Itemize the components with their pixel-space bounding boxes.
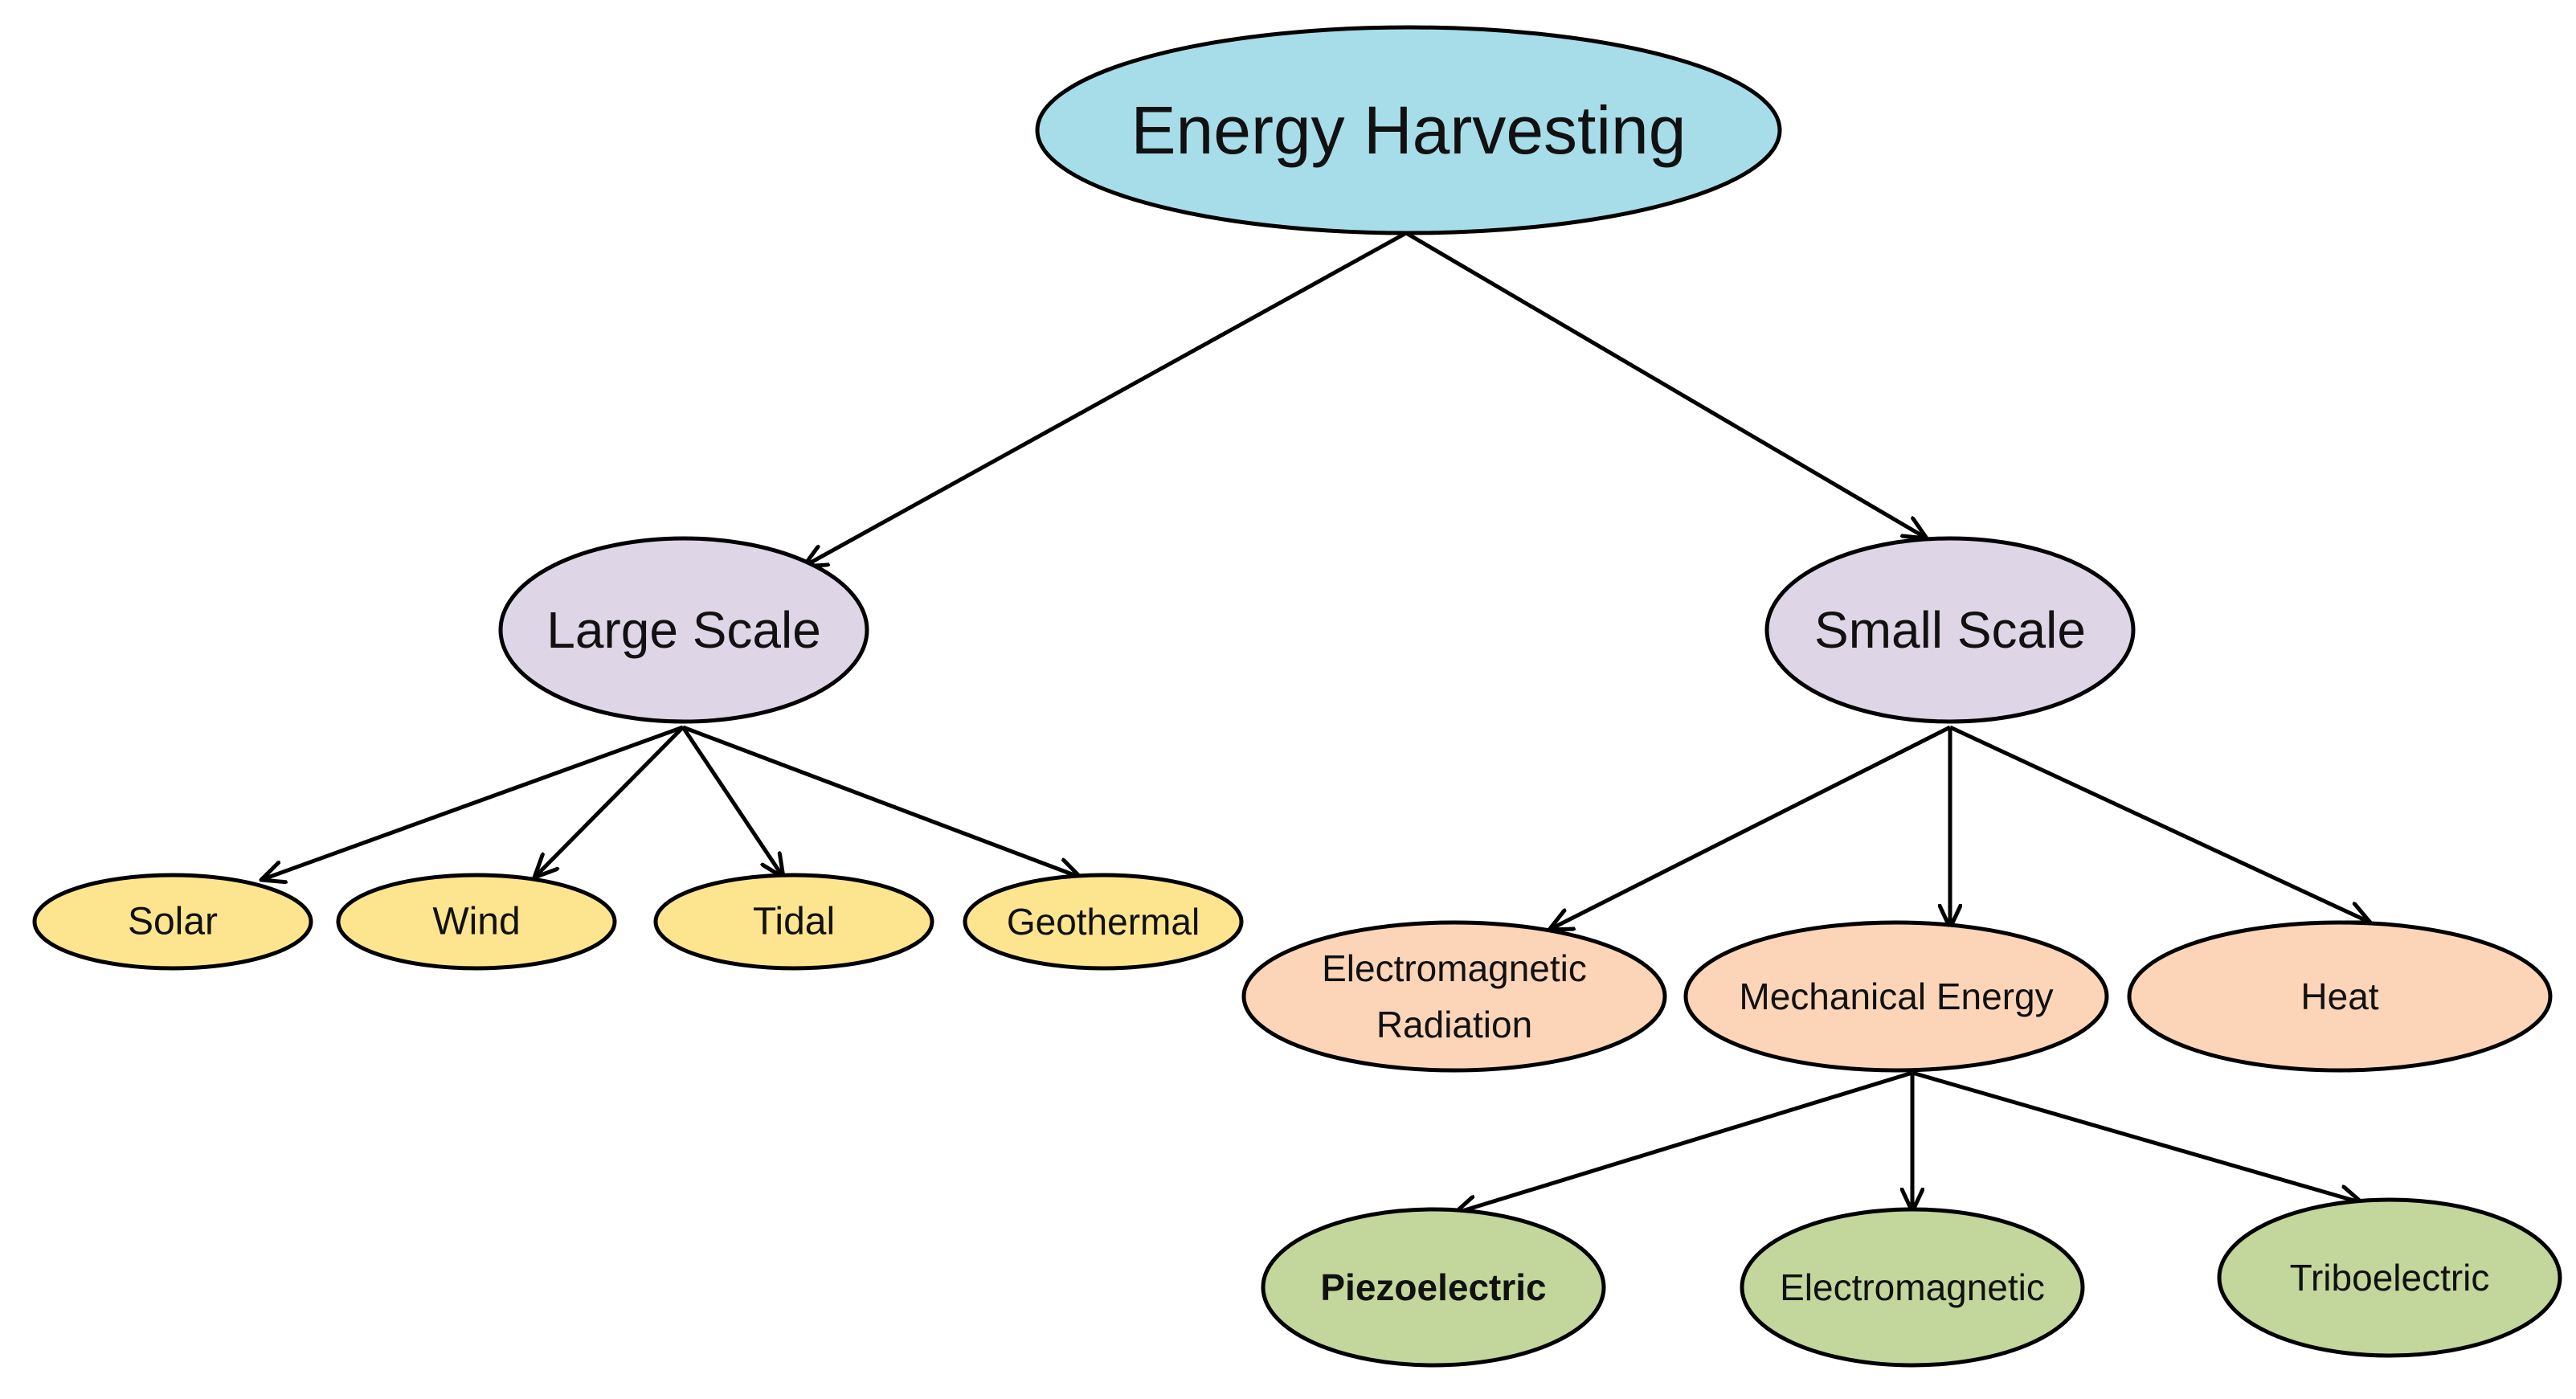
node-electromagnetic: Electromagnetic <box>1740 1207 2085 1368</box>
node-label-tidal: Tidal <box>753 901 835 943</box>
edges <box>261 231 2370 1213</box>
edge-root-to-small-scale <box>1405 231 1927 538</box>
node-label-small-scale: Small Scale <box>1814 601 2086 659</box>
node-label-heat: Heat <box>2300 976 2378 1017</box>
edge-large-to-tidal <box>681 726 783 877</box>
node-heat: Heat <box>2127 920 2553 1073</box>
node-wind: Wind <box>336 873 617 971</box>
node-label-solar: Solar <box>128 901 218 943</box>
node-energy-harvesting: Energy Harvesting <box>1035 25 1782 235</box>
node-label-wind: Wind <box>432 901 520 943</box>
edge-root-to-large-scale <box>803 231 1408 567</box>
node-label-electromagnetic: Electromagnetic <box>1780 1266 2045 1308</box>
node-label-geothermal: Geothermal <box>1007 901 1200 943</box>
edge-mechanical-to-piezoelectric <box>1454 1070 1913 1213</box>
edge-mechanical-to-triboelectric <box>1912 1070 2362 1203</box>
edge-small-to-heat <box>1948 725 2370 922</box>
node-label-piezoelectric: Piezoelectric <box>1320 1266 1546 1308</box>
node-piezoelectric: Piezoelectric <box>1261 1207 1606 1368</box>
node-electromagnetic-radiation: Electromagnetic Radiation <box>1241 920 1667 1073</box>
node-mechanical-energy: Mechanical Energy <box>1683 920 2109 1073</box>
node-solar: Solar <box>32 873 313 971</box>
node-label-large-scale: Large Scale <box>546 601 821 659</box>
edge-small-to-em-radiation <box>1549 725 1952 930</box>
node-large-scale: Large Scale <box>498 536 869 724</box>
edge-large-to-geothermal <box>682 725 1081 877</box>
node-label-em-radiation-line2: Radiation <box>1376 1004 1532 1045</box>
edge-large-to-solar <box>261 725 684 880</box>
edge-large-to-wind <box>534 726 685 877</box>
node-label-triboelectric: Triboelectric <box>2290 1257 2490 1299</box>
node-small-scale: Small Scale <box>1764 536 2136 724</box>
node-tidal: Tidal <box>653 873 934 971</box>
node-label-mechanical-energy: Mechanical Energy <box>1739 976 2053 1017</box>
node-triboelectric: Triboelectric <box>2217 1197 2562 1358</box>
node-label-energy-harvesting: Energy Harvesting <box>1131 92 1687 168</box>
node-label-em-radiation-line1: Electromagnetic <box>1322 947 1587 989</box>
node-geothermal: Geothermal <box>963 873 1244 971</box>
